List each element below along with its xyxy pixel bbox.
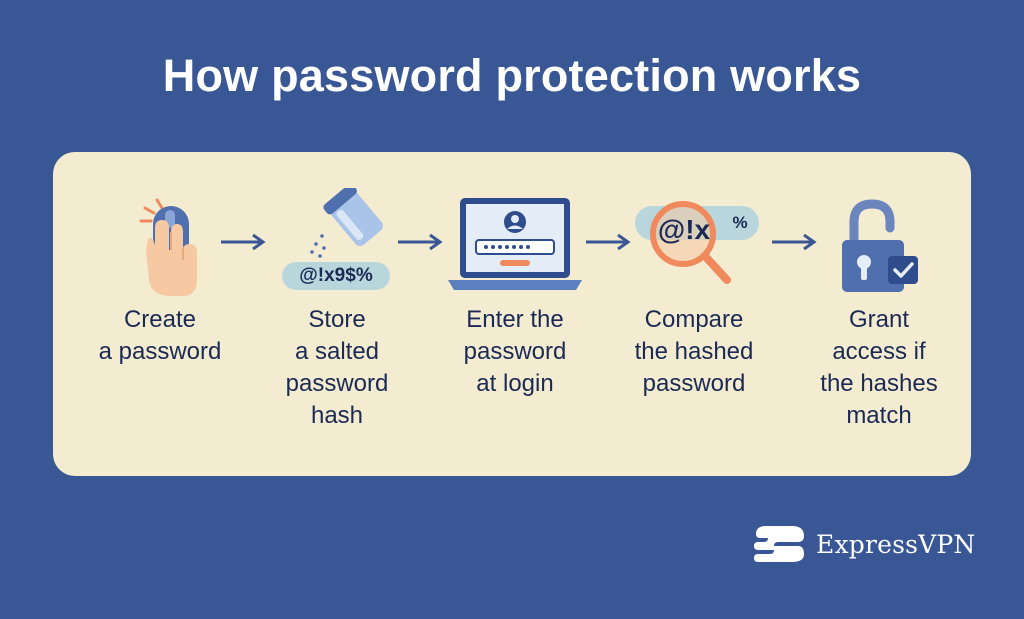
hash-badge-extra: % [732,213,748,232]
arrow-right-icon [586,233,631,251]
step-label: Store a salted password hash [285,306,389,429]
step-label: Enter the password at login [463,306,567,397]
arrow-right-icon [221,233,266,251]
hash-badge: @!x9$% [299,265,373,286]
brand-name: ExpressVPN [816,529,976,559]
hand-mouse-icon [85,188,235,300]
magnifier-icon: @!x % [619,188,769,300]
brand-logo: ExpressVPN [752,524,976,564]
hash-badge-main: @!x [657,214,711,245]
arrow-right-icon [772,233,817,251]
process-panel: Create a password [53,152,971,476]
page-title: How password protection works [162,50,862,101]
expressvpn-logo-icon [754,526,804,562]
laptop-login-icon [440,188,590,300]
salt-shaker-icon: @!x9$% [262,188,412,300]
padlock-check-icon [804,188,954,300]
arrow-right-icon [398,233,443,251]
step-label: Create a password [98,306,222,365]
step-label: Compare the hashed password [634,306,754,397]
step-label: Grant access if the hashes match [820,306,938,429]
